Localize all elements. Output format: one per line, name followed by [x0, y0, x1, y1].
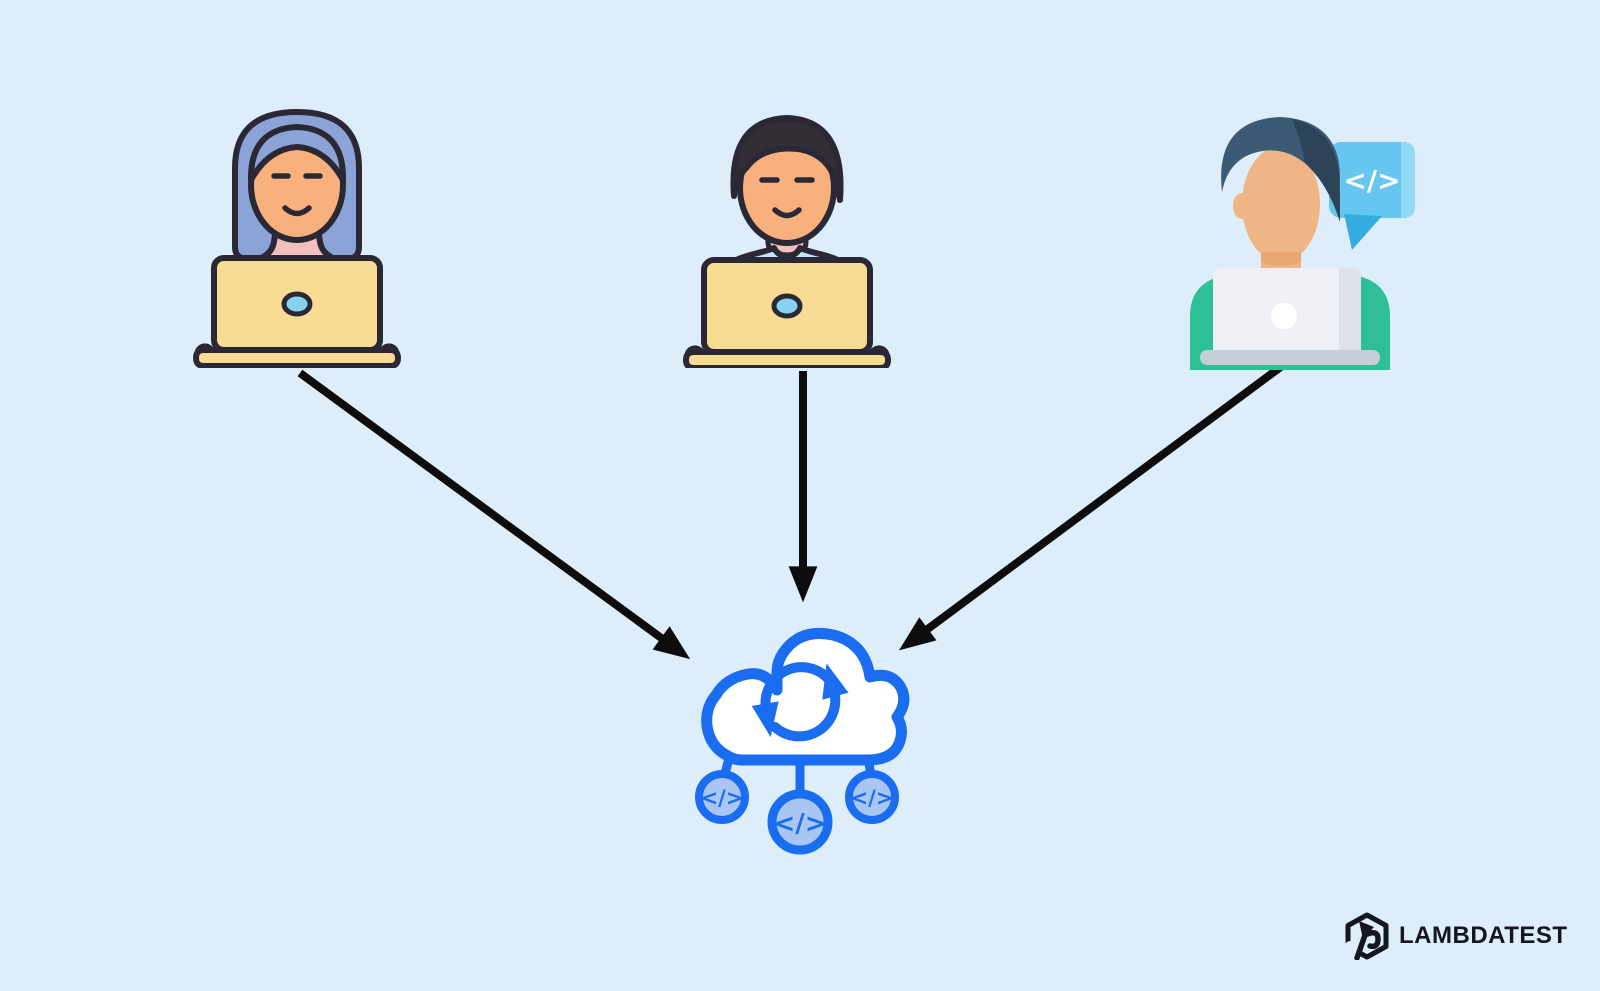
- developer-2-laptop-icon: [683, 257, 891, 368]
- developer-2-smile: [772, 207, 802, 219]
- lambdatest-logo-text: LAMBDATEST: [1399, 922, 1568, 949]
- developer-3-laptop-logo: [1271, 303, 1297, 329]
- code-node-symbol: </>: [773, 809, 826, 839]
- sync-arrows-icon: [751, 662, 849, 742]
- developer-1-avatar: [193, 109, 401, 368]
- code-speech-bubble-icon: </>: [1329, 142, 1415, 250]
- developer-3-avatar: </>: [1190, 117, 1415, 370]
- developer-3-hair-shade: [1292, 119, 1340, 222]
- developer-1-laptop-logo: [281, 291, 313, 317]
- developer-3-laptop-icon: [1200, 268, 1380, 365]
- developer-1-smile: [282, 205, 312, 217]
- developer-3-face: [1242, 146, 1320, 262]
- developer-1-eyes: [271, 173, 323, 217]
- developer-3-laptop-base: [1200, 350, 1380, 365]
- code-node-right: </>: [845, 770, 899, 824]
- code-node-middle: </>: [767, 789, 833, 855]
- cloud-shape: [701, 628, 910, 766]
- speech-bubble-tail: [1344, 214, 1382, 250]
- developer-2-eyes: [759, 177, 815, 219]
- developer-1-laptop-icon: [193, 255, 401, 368]
- lambdatest-logo-icon: [1344, 912, 1389, 960]
- arrow-developer-3-to-cloud: [898, 359, 1289, 651]
- code-node-left: </>: [695, 770, 749, 824]
- code-node-symbol: </>: [851, 786, 894, 810]
- developer-3-neck-shadow: [1261, 252, 1301, 266]
- developer-2-avatar: [683, 115, 891, 368]
- speech-bubble-code-symbol: </>: [1343, 164, 1400, 197]
- code-node-symbol: </>: [701, 786, 744, 810]
- developer-2-hair-icon: [730, 115, 844, 203]
- lambdatest-logo: LAMBDATEST: [1344, 912, 1568, 960]
- developer-2-laptop-logo: [771, 293, 803, 319]
- arrow-developer-1-to-cloud: [297, 369, 691, 660]
- code-sync-cloud-icon: </> </> </>: [695, 628, 910, 855]
- developer-1-hair-fringe: [247, 124, 347, 183]
